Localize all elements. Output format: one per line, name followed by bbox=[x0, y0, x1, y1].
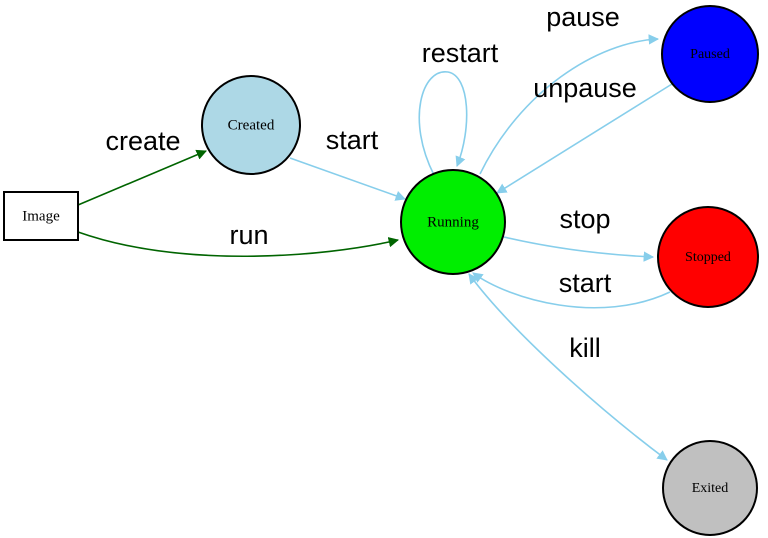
edge-label-create: create bbox=[105, 126, 180, 156]
edge-stop-path bbox=[503, 236, 655, 262]
node-image-label: Image bbox=[22, 208, 60, 224]
edge-start1-path bbox=[289, 157, 406, 201]
edge-label-run: run bbox=[229, 220, 268, 250]
edge-label-pause: pause bbox=[546, 2, 620, 32]
edge-start-stopped-running: start bbox=[472, 268, 671, 309]
node-stopped-circle[interactable] bbox=[657, 206, 759, 308]
edge-run-path bbox=[77, 231, 400, 258]
node-running[interactable]: Running bbox=[400, 169, 506, 275]
edge-stop: stop bbox=[503, 204, 655, 262]
edge-pause: pause bbox=[479, 2, 660, 175]
edge-run: run bbox=[77, 220, 400, 258]
edge-label-start-created: start bbox=[326, 125, 379, 155]
edge-create-path bbox=[77, 149, 207, 206]
edge-restart-path bbox=[418, 71, 468, 176]
node-image-rect[interactable] bbox=[3, 191, 79, 241]
edge-pause-path bbox=[479, 34, 660, 175]
node-created-circle[interactable] bbox=[201, 75, 301, 175]
edge-kill-path bbox=[468, 273, 668, 461]
edge-unpause-path bbox=[496, 83, 673, 194]
edge-unpause: unpause bbox=[496, 73, 673, 194]
edge-label-start-stopped: start bbox=[559, 268, 612, 298]
edge-label-kill: kill bbox=[569, 333, 601, 363]
node-paused-circle[interactable] bbox=[661, 5, 759, 103]
node-running-label: Running bbox=[427, 214, 479, 230]
edge-create: create bbox=[77, 126, 207, 206]
edge-label-unpause: unpause bbox=[533, 73, 637, 103]
edge-start-created-running: start bbox=[289, 125, 406, 201]
node-paused-label: Paused bbox=[690, 47, 730, 62]
edge-restart-self-loop: restart bbox=[418, 38, 499, 176]
node-created[interactable]: Created bbox=[201, 75, 301, 175]
node-stopped[interactable]: Stopped bbox=[657, 206, 759, 308]
node-image[interactable]: Image bbox=[3, 191, 79, 241]
nodes-layer: Image Created Running Paused Stopped Exi bbox=[3, 5, 759, 536]
node-exited-circle[interactable] bbox=[662, 440, 758, 536]
edge-label-stop: stop bbox=[559, 204, 610, 234]
edge-label-restart: restart bbox=[422, 38, 499, 68]
node-running-circle[interactable] bbox=[400, 169, 506, 275]
node-paused[interactable]: Paused bbox=[661, 5, 759, 103]
node-stopped-label: Stopped bbox=[685, 250, 731, 265]
edge-kill: kill bbox=[468, 273, 668, 461]
node-exited-label: Exited bbox=[692, 481, 729, 496]
node-exited[interactable]: Exited bbox=[662, 440, 758, 536]
node-created-label: Created bbox=[228, 117, 275, 133]
edges-layer: create run start restart pause unpause bbox=[77, 2, 673, 461]
